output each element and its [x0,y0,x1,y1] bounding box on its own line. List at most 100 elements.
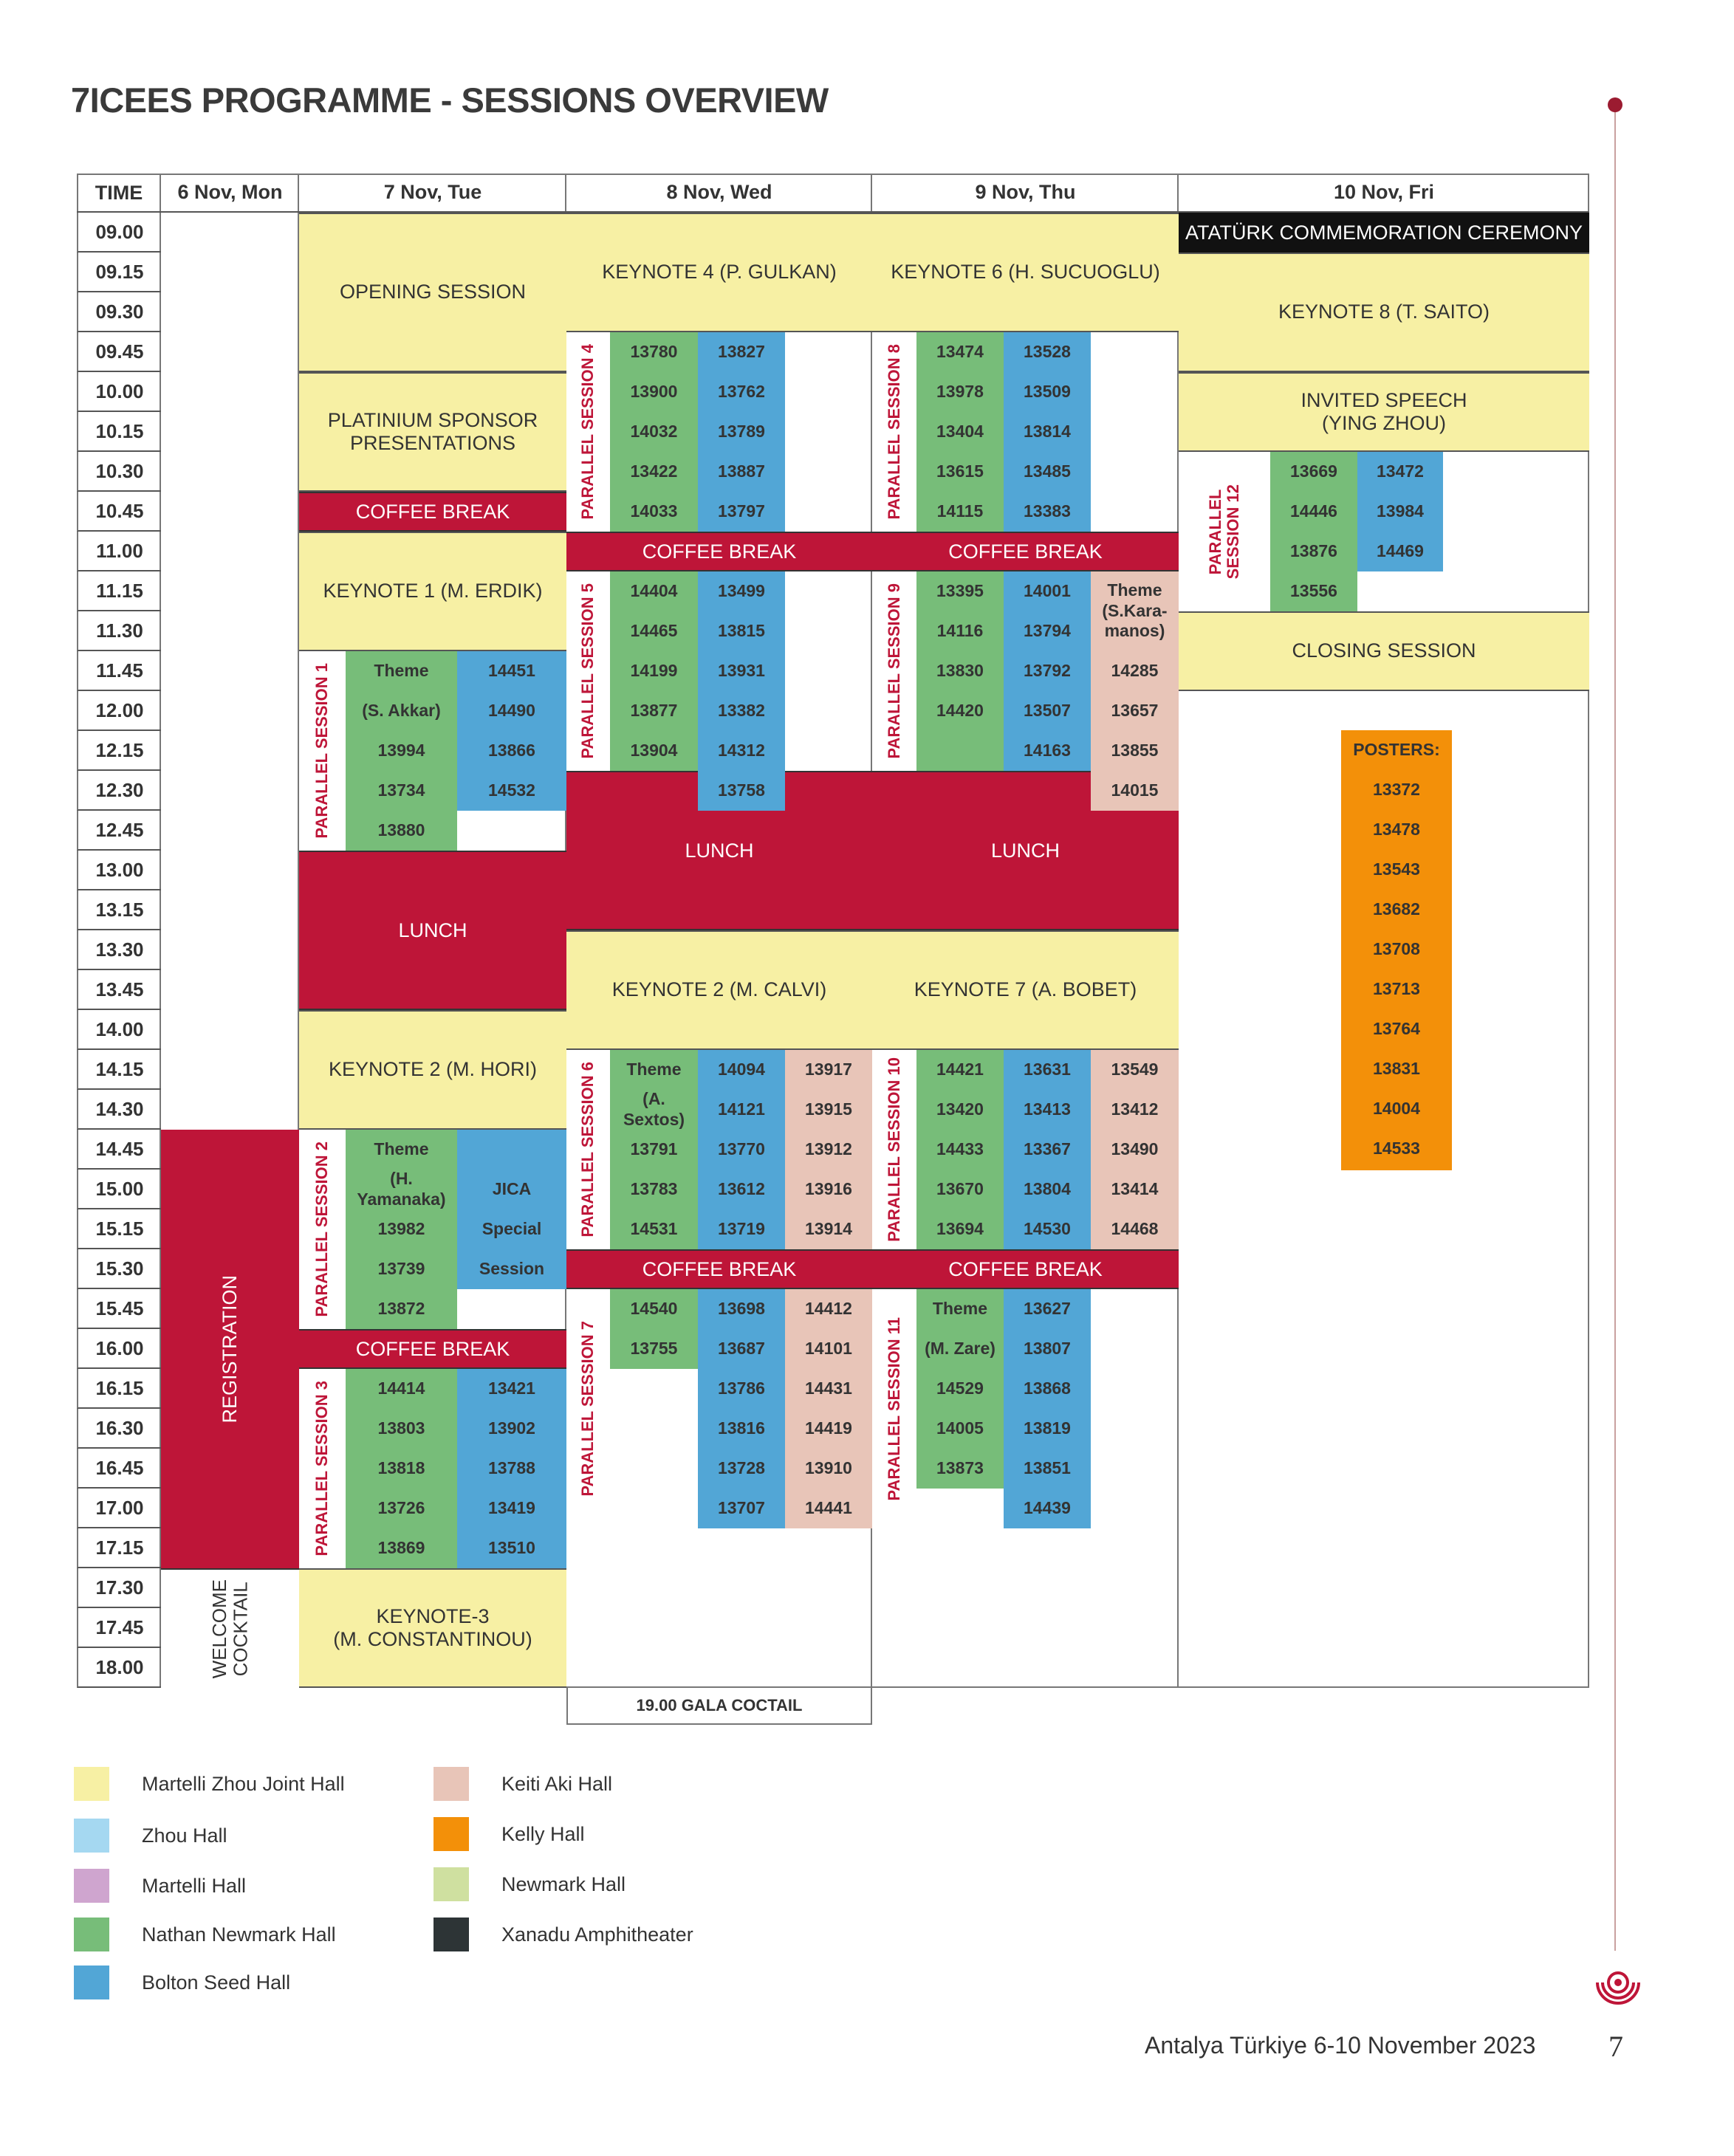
time-slot: 17.45 [77,1608,161,1648]
paper-id: 13994 [377,741,425,761]
legend-item: Newmark Hall [434,1867,626,1901]
legend-item: Keiti Aki Hall [434,1767,612,1801]
paper-id: JICA [492,1179,532,1199]
paper-id: 13816 [718,1418,765,1438]
paper-id: 14414 [377,1379,425,1398]
keynote-1: KEYNOTE 1 (M. ERDIK) [299,532,566,651]
legend-item: Bolton Seed Hall [74,1966,290,1999]
paper-id: 13910 [805,1458,852,1478]
paper-id: 13900 [630,382,678,402]
theme-label: Theme [374,1139,429,1159]
paper-id: 13788 [488,1458,535,1478]
time-slot: 14.45 [77,1130,161,1170]
paper-id: 13472 [1377,461,1424,481]
paper-id: 13904 [630,741,678,761]
legend-swatch [74,1869,109,1903]
paper-id: 14033 [630,501,678,521]
paper-id: 14285 [1111,661,1159,681]
paper-id: 13931 [718,661,765,681]
theme-label: (S. Akkar) [362,701,441,721]
paper-id: 13694 [936,1219,984,1239]
theme-label: Theme [374,661,429,681]
paper-id: 14116 [936,621,984,641]
paper-id: 14490 [488,701,535,721]
page-title: 7ICEES PROGRAMME - SESSIONS OVERVIEW [71,80,829,120]
paper-id: 14420 [936,701,984,721]
legend-label: Xanadu Amphitheater [501,1923,693,1946]
time-slot: 13.45 [77,970,161,1010]
paper-id: 13739 [377,1259,425,1279]
legend-label: Bolton Seed Hall [142,1971,291,1994]
keynote-8: KEYNOTE 8 (T. SAITO) [1179,253,1589,372]
paper-id: 13916 [805,1179,852,1199]
time-slot: 14.30 [77,1090,161,1130]
parallel-session-9-label: PARALLEL SESSION 9 [872,571,916,771]
coffee-break: COFFEE BREAK [872,1249,1179,1289]
paper-id: 13413 [1024,1099,1071,1119]
paper-id: 13708 [1373,939,1420,959]
legend-label: Martelli Zhou Joint Hall [142,1772,345,1795]
paper-id: 14115 [936,501,984,521]
paper-id: 14531 [630,1219,678,1239]
coffee-break: COFFEE BREAK [566,1249,872,1289]
welcome-cocktail-block: WELCOME COCKTAIL [161,1568,299,1688]
time-slot: 12.45 [77,811,161,851]
paper-id: 14412 [805,1299,852,1319]
paper-id: 13728 [718,1458,765,1478]
invited-speech: INVITED SPEECH (YING ZHOU) [1179,372,1589,452]
paper-id: 13902 [488,1418,535,1438]
paper-id: 14451 [488,661,535,681]
paper-id: 14441 [805,1498,852,1518]
theme-label: Theme (S.Kara- manos) [1102,580,1168,641]
time-slot: 16.00 [77,1329,161,1369]
keynote-6: KEYNOTE 6 (H. SUCUOGLU) [872,213,1179,332]
paper-id: 14446 [1290,501,1337,521]
parallel-session-10-label: PARALLEL SESSION 10 [872,1050,916,1249]
paper-id: 14001 [1024,581,1071,601]
paper-id: 14419 [805,1418,852,1438]
paper-id: 14121 [718,1099,765,1119]
time-slot: 10.30 [77,452,161,492]
time-slot: 09.45 [77,332,161,372]
paper-id: 13815 [718,621,765,641]
legend-swatch [74,1918,109,1951]
paper-id: 13914 [805,1219,852,1239]
paper-id: 13783 [630,1179,678,1199]
opening-session: OPENING SESSION [299,213,566,372]
posters-heading: POSTERS: [1353,740,1440,760]
paper-id: 14101 [805,1339,852,1359]
time-slot: 10.15 [77,412,161,452]
paper-id: 13851 [1024,1458,1071,1478]
paper-id: 13797 [718,501,765,521]
paper-id: 13789 [718,422,765,442]
legend-item: Nathan Newmark Hall [74,1918,336,1951]
time-slot: 12.15 [77,731,161,771]
paper-id: 13866 [488,741,535,761]
paper-id: 13698 [718,1299,765,1319]
paper-id: 13807 [1024,1339,1071,1359]
paper-id: 13917 [805,1060,852,1079]
paper-id: 13509 [1024,382,1071,402]
paper-id: 13422 [630,461,678,481]
time-slot: 10.00 [77,372,161,412]
paper-id: 13510 [488,1538,535,1558]
time-slot: 09.15 [77,253,161,292]
paper-id: 13682 [1373,899,1420,919]
time-slot: 15.30 [77,1249,161,1289]
paper-id: 13855 [1111,741,1159,761]
time-slot: 13.30 [77,930,161,970]
paper-id: 13873 [936,1458,984,1478]
